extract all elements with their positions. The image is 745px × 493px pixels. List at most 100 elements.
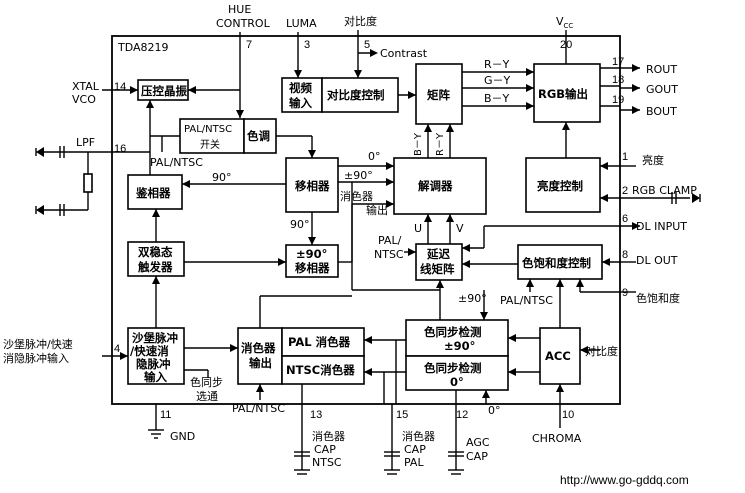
rout-label: ROUT: [646, 63, 677, 76]
bistable-block: [127, 241, 185, 277]
pin-18: 18: [612, 74, 624, 86]
pin-16: 16: [114, 143, 126, 155]
pin-17: 17: [612, 56, 624, 68]
bout-label: BOUT: [646, 105, 677, 118]
brightness-control-block: [525, 157, 601, 213]
video-input-block: [281, 77, 323, 113]
pin-13: 13: [310, 409, 322, 421]
pin-4: 4: [114, 343, 120, 355]
bistable-label-2: 触发器: [137, 260, 173, 274]
signal-b-y: B－Y: [484, 92, 510, 105]
pin-19: 19: [612, 94, 624, 106]
sandcastle-label-3: 隐脉冲: [136, 357, 171, 371]
pal-killer-label: PAL 消色器: [288, 335, 351, 349]
pin-7: 7: [246, 39, 252, 51]
chip-outline: [111, 35, 621, 405]
delay-matrix-label-2: 线矩阵: [420, 262, 455, 276]
burst-gate-label-1: 色同步: [190, 375, 223, 389]
matrix-block: [415, 63, 463, 125]
cap-ntsc-label-3: NTSC: [312, 456, 342, 469]
vco-block-label: 压控晶振: [141, 84, 187, 98]
hue-block-label: 色调: [247, 129, 270, 143]
sandcastle-label-2: /快速消: [130, 344, 169, 358]
dl-out-label: DL OUT: [636, 254, 678, 267]
cap-ntsc-label-1: 消色器: [312, 429, 345, 443]
saturation-ext-label: 色饱和度: [636, 291, 680, 305]
hue-block: [243, 118, 277, 154]
burst-detector-90-label-1: 色同步检测: [424, 325, 482, 339]
burst-detector-90-label-2: ±90°: [444, 339, 475, 353]
bistable-label-1: 双稳态: [137, 245, 173, 259]
contrast-in-label: 对比度: [585, 344, 618, 358]
agc-label-1: AGC: [466, 436, 490, 449]
luma-label: LUMA: [286, 17, 317, 30]
cap-pal-label-2: CAP: [404, 443, 426, 456]
pin-11: 11: [160, 409, 171, 421]
rgb-clamp-label: RGB CLAMP: [632, 184, 697, 197]
pin-1: 1: [622, 151, 628, 163]
rgb-output-block: [533, 63, 601, 123]
control-label: CONTROL: [216, 17, 271, 30]
agc-label-2: CAP: [466, 450, 488, 463]
phase-shifter-label: 移相器: [295, 179, 330, 193]
pin-10: 10: [562, 409, 574, 421]
vco-label: VCO: [72, 93, 96, 106]
pal-ntsc-label-16: PAL/NTSC: [150, 156, 203, 169]
sandcastle-label-4: 输入: [144, 370, 167, 384]
burst-detector-0-label-2: 0°: [450, 375, 464, 389]
pin-6: 6: [622, 213, 628, 225]
signal-0-deg-b: 0°: [488, 404, 501, 417]
killer-out-label-a: 消色器: [340, 189, 373, 203]
contrast-control-block: [321, 77, 399, 113]
rgb-output-label: RGB输出: [538, 87, 588, 101]
ntsc-killer-label: NTSC消色器: [286, 363, 355, 377]
signal-90-left: 90°: [212, 171, 232, 184]
signal-plus90-b: ±90°: [458, 292, 487, 305]
sandcastle-ext-1: 沙堡脉冲/快速: [3, 337, 73, 351]
signal-b-y-vertical: B－Y: [413, 132, 424, 156]
signal-90-below: 90°: [290, 218, 310, 231]
saturation-control-label: 色饱和度控制: [522, 256, 591, 270]
video-input-label-1: 视频: [289, 81, 312, 95]
pin-15: 15: [396, 409, 408, 421]
shift90-block: [285, 244, 339, 278]
killer-output-label-2: 输出: [249, 356, 272, 370]
brightness-control-label: 亮度控制: [537, 179, 583, 193]
ntsc-killer-block: [281, 355, 365, 385]
contrast-control-label: 对比度控制: [327, 88, 385, 102]
saturation-control-block: [517, 244, 603, 280]
vcc-label: VCC: [556, 15, 573, 30]
contrast-cn-label: 对比度: [344, 14, 377, 28]
lpf-label: LPF: [76, 136, 95, 149]
phase-detector-label: 鉴相器: [135, 186, 171, 200]
shift90-label-2: 移相器: [295, 261, 330, 275]
signal-r-y-vertical: R－Y: [435, 132, 446, 156]
dl-input-label: DL INPUT: [636, 220, 687, 233]
phase-detector-block: [127, 174, 183, 210]
xtal-label: XTAL: [72, 80, 100, 93]
pin-12: 12: [456, 409, 468, 421]
video-input-label-2: 输入: [289, 96, 312, 110]
chroma-label: CHROMA: [532, 432, 582, 445]
burst-detector-0-block: [405, 355, 509, 391]
matrix-label: 矩阵: [427, 88, 450, 102]
contrast-en-label: Contrast: [380, 47, 428, 60]
demodulator-label: 解调器: [418, 179, 453, 193]
pin-9: 9: [622, 287, 628, 299]
brightness-ext-label: 亮度: [642, 153, 664, 167]
hue-label: HUE: [228, 3, 251, 16]
chip-name: TDA8219: [117, 41, 169, 54]
sandcastle-ext-2: 消隐脉冲输入: [3, 351, 69, 365]
acc-label: ACC: [545, 349, 571, 363]
cap-pal-label-3: PAL: [404, 456, 424, 469]
signal-0-deg: 0°: [368, 150, 381, 163]
signal-u: U: [414, 222, 422, 235]
gout-label: GOUT: [646, 83, 678, 96]
pin-5: 5: [364, 39, 370, 51]
sandcastle-label-1: 沙堡脉冲: [132, 331, 178, 345]
cap-ntsc-label-2: CAP: [314, 443, 336, 456]
pal-ntsc-label-killer: PAL/NTSC: [232, 402, 285, 415]
gnd-label: GND: [170, 430, 195, 443]
pal-ntsc-label-delay-b: NTSC: [374, 248, 404, 261]
